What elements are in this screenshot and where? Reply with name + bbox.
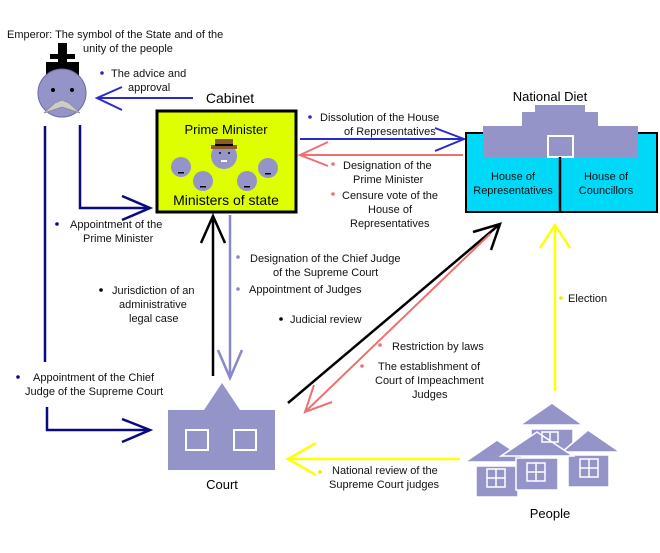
appoint-chief-arrow [43, 126, 154, 444]
people-houses [462, 402, 623, 498]
bullet [331, 162, 335, 166]
jurisdiction-label-3: legal case [129, 313, 179, 325]
bullet [308, 115, 312, 119]
advice-label-2: approval [128, 82, 170, 94]
emperor-label-2: unity of the people [83, 43, 173, 55]
dissolution-label-2: of Representatives [344, 126, 436, 138]
advice-label: The advice and [111, 68, 186, 80]
designation-chief-label: Designation of the Chief Judge [250, 253, 400, 265]
cabinet-title: Cabinet [206, 90, 254, 106]
censure-label-3: Representatives [350, 218, 430, 230]
bullet [318, 470, 322, 474]
minister-faces [171, 157, 278, 191]
censure-label-2: House of [368, 204, 413, 216]
emperor-label: Emperor: The symbol of the State and of … [7, 29, 223, 41]
appoint-pm-label: Appointment of the [70, 219, 162, 231]
bullet [279, 317, 283, 321]
appoint-chief-label: Appointment of the Chief [33, 372, 155, 384]
impeach-label: The establishment of [378, 361, 481, 373]
advice-arrow [94, 86, 193, 111]
designation-chief-arrow [216, 215, 244, 382]
bullet [559, 296, 563, 300]
house-coun-label-2: Councillors [579, 185, 634, 197]
impeach-label-3: Judges [412, 389, 448, 401]
national-review-label-2: Supreme Court judges [329, 479, 440, 491]
national-review-arrow [285, 441, 460, 477]
ministers-label: Ministers of state [173, 192, 279, 208]
minister-face-features [178, 172, 271, 188]
jurisdiction-label: Jurisdiction of an [112, 285, 195, 297]
appoint-chief-label-2: Judge of the Supreme Court [25, 386, 163, 398]
appoint-pm-arrow [78, 125, 154, 222]
election-arrow [538, 222, 572, 391]
dissolution-label: Dissolution of the House [320, 112, 439, 124]
court-building [168, 383, 275, 470]
bullet [16, 375, 20, 379]
jurisdiction-label-2: administrative [119, 299, 187, 311]
bullet [331, 192, 335, 196]
bullet [236, 255, 240, 259]
diet-door [547, 135, 574, 158]
designation-chief-label-2: of the Supreme Court [273, 267, 378, 279]
house-rep-label-2: Representatives [473, 185, 553, 197]
election-label: Election [568, 293, 607, 305]
appoint-pm-label-2: Prime Minister [83, 233, 154, 245]
restriction-arrow [303, 233, 491, 414]
house-windows [486, 431, 599, 488]
bullet [55, 222, 59, 226]
jurisdiction-arrow [199, 212, 227, 376]
house-rep-label: House of [491, 171, 536, 183]
judicial-review-label: Judicial review [290, 314, 362, 326]
dissolution-arrow [300, 127, 467, 152]
national-review-label: National review of the [332, 465, 438, 477]
designation-pm-arrow [297, 141, 463, 167]
bullet [360, 364, 364, 368]
bullet [100, 71, 104, 75]
censure-label: Censure vote of the [342, 190, 438, 202]
bullet [236, 287, 240, 291]
appoint-judges-label: Appointment of Judges [249, 284, 362, 296]
prime-minister-label: Prime Minister [184, 122, 268, 137]
court-title: Court [206, 477, 238, 492]
diet-title: National Diet [513, 89, 588, 104]
people-title: People [530, 506, 570, 521]
designation-pm-label: Designation of the [343, 160, 432, 172]
bullet [378, 343, 382, 347]
restriction-label: Restriction by laws [392, 341, 484, 353]
impeach-label-2: Court of Impeachment [375, 375, 484, 387]
judicial-review-arrow [287, 222, 502, 404]
house-coun-label: House of [584, 171, 629, 183]
prime-minister-face [211, 139, 237, 169]
bullet [99, 288, 103, 292]
designation-pm-label-2: Prime Minister [353, 174, 424, 186]
emperor-figure [37, 43, 87, 118]
